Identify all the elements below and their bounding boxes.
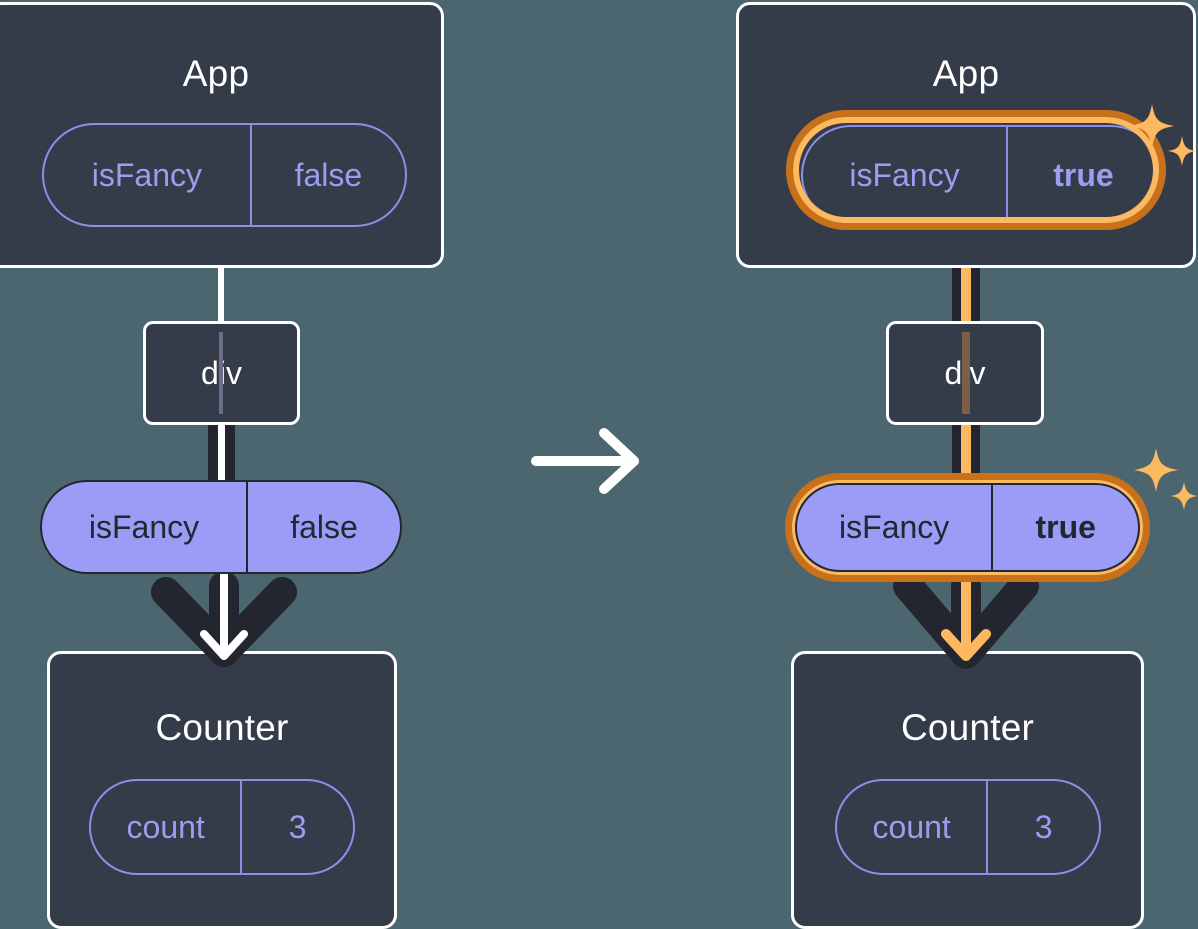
after-prop-pill: isFancy true xyxy=(795,483,1140,572)
before-counter-title: Counter xyxy=(155,707,289,748)
after-prop-value: true xyxy=(991,485,1138,570)
after-app-state-pill: isFancy true xyxy=(801,125,1161,225)
before-counter-state-pill: count 3 xyxy=(89,779,355,875)
after-app-state-key: isFancy xyxy=(849,156,960,193)
after-counter-state-key: count xyxy=(872,808,951,845)
after-app-sparkles-icon xyxy=(1130,104,1196,166)
before-app-state-pill: isFancy false xyxy=(42,123,407,227)
transition-right-arrow-icon xyxy=(531,428,639,494)
after-counter-state-pill: count 3 xyxy=(835,779,1101,875)
after-connector-app-to-div-amber xyxy=(961,213,971,325)
before-div-passthrough-line xyxy=(219,332,223,414)
after-prop-key: isFancy xyxy=(839,509,950,545)
before-app-title: App xyxy=(182,53,250,94)
after-prop-arrow-amber xyxy=(941,563,991,661)
before-app-state-value: false xyxy=(249,125,405,225)
before-connector-app-to-div xyxy=(218,266,224,324)
before-prop-arrow-white xyxy=(200,564,248,660)
after-app-title: App xyxy=(932,53,1000,94)
before-prop-key: isFancy xyxy=(88,508,200,545)
before-connector-div-to-prop-inner xyxy=(218,423,225,483)
before-prop-value: false xyxy=(246,482,400,572)
before-prop-pill: isFancy false xyxy=(40,480,402,574)
after-counter-title: Counter xyxy=(900,707,1035,748)
before-counter-box: Counter count 3 xyxy=(47,651,397,929)
before-app-box: App isFancy false xyxy=(0,2,444,268)
after-counter-box: Counter count 3 xyxy=(791,651,1144,929)
after-div-passthrough-line xyxy=(962,332,970,414)
after-connector-div-to-prop-amber xyxy=(961,423,971,485)
after-app-state-value: true xyxy=(1005,127,1159,223)
after-counter-state-value: 3 xyxy=(986,781,1099,873)
before-counter-state-value: 3 xyxy=(240,781,353,873)
before-app-state-key: isFancy xyxy=(91,156,202,193)
after-prop-sparkles-icon xyxy=(1134,448,1197,510)
before-counter-state-key: count xyxy=(126,808,205,845)
